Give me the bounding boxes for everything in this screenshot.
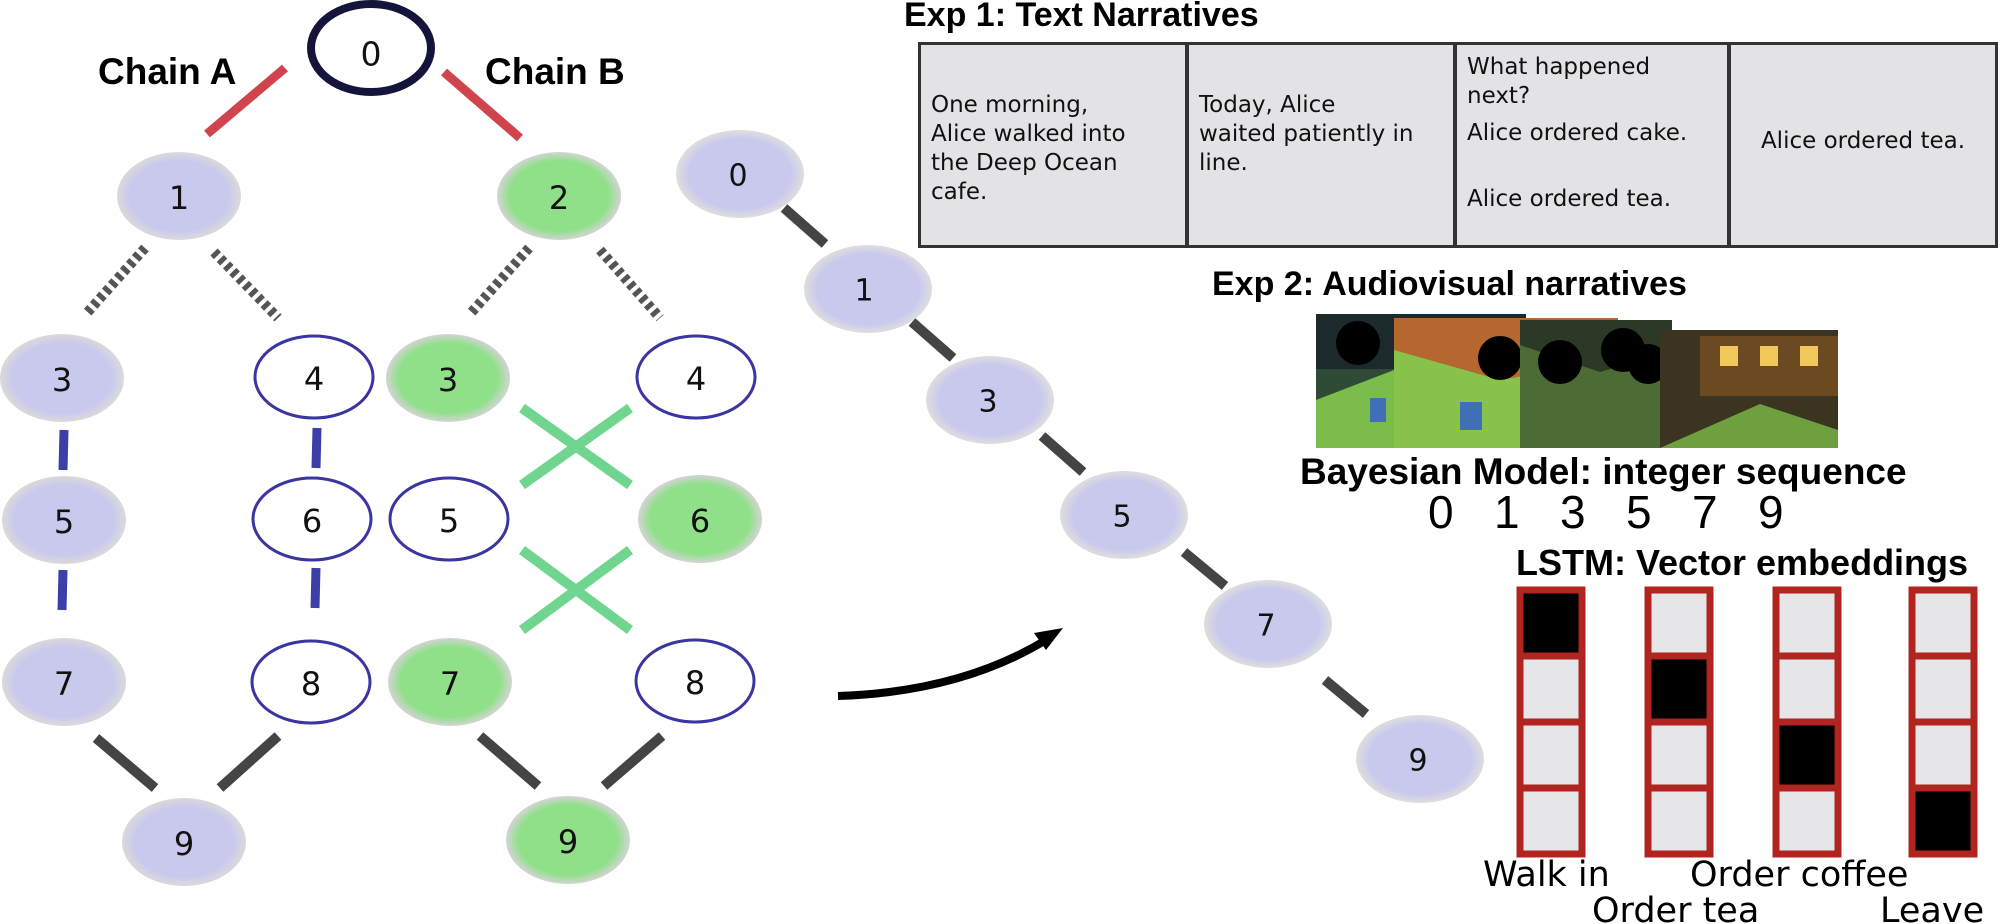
integer-sequence-chain: 0 1 3 5 7 9 xyxy=(676,130,1484,803)
svg-text:0: 0 xyxy=(361,35,382,74)
svg-text:7: 7 xyxy=(1256,609,1275,644)
chain-a-node-7: 7 xyxy=(2,638,126,726)
svg-text:8: 8 xyxy=(301,665,321,703)
svg-text:9: 9 xyxy=(558,823,578,861)
chain-b-node-2: 2 xyxy=(497,152,621,240)
root-to-chain-b-edge xyxy=(441,68,523,142)
embedding-vector-1 xyxy=(1516,586,1586,858)
chain-b-node-3: 3 xyxy=(386,334,510,422)
sequence-node-1: 1 xyxy=(804,245,932,333)
embedding-cell xyxy=(1516,652,1586,726)
svg-text:4: 4 xyxy=(304,360,324,398)
bayesian-digit-1: 1 xyxy=(1494,486,1520,538)
chain-a-node-6: 6 xyxy=(251,476,373,562)
svg-text:1: 1 xyxy=(169,179,189,217)
svg-text:3: 3 xyxy=(438,361,458,399)
chain-a-dashed-edges xyxy=(82,244,282,322)
bayesian-title: Bayesian Model: integer sequence xyxy=(1300,451,1907,492)
embedding-label-walk-in: Walk in xyxy=(1483,855,1610,895)
chain-a-blue-edges xyxy=(57,427,322,611)
svg-text:6: 6 xyxy=(690,502,710,540)
embedding-cell xyxy=(1772,718,1842,792)
embedding-cell xyxy=(1772,784,1842,858)
svg-text:9: 9 xyxy=(1408,744,1427,779)
svg-text:5: 5 xyxy=(1112,500,1131,535)
embedding-cell xyxy=(1516,784,1586,858)
video-frame-3 xyxy=(1520,320,1672,448)
bayesian-digit-5: 5 xyxy=(1626,486,1652,538)
svg-text:5: 5 xyxy=(54,503,74,541)
embedding-label-order-tea: Order tea xyxy=(1592,891,1759,924)
svg-text:8: 8 xyxy=(685,664,705,702)
chain-a-node-5: 5 xyxy=(2,476,126,564)
embedding-cell xyxy=(1908,586,1978,660)
chain-a-node-8: 8 xyxy=(250,639,372,725)
sequence-node-0: 0 xyxy=(676,130,804,218)
sequence-node-7: 7 xyxy=(1204,580,1332,668)
bayesian-sequence: 0 1 3 5 7 9 xyxy=(1428,486,1784,538)
chain-b-node-6: 6 xyxy=(638,475,762,563)
bayesian-digit-9: 9 xyxy=(1758,486,1784,538)
root-to-chain-a-edge xyxy=(204,64,288,138)
video-frame-4 xyxy=(1660,330,1838,448)
bayesian-digit-7: 7 xyxy=(1692,486,1718,538)
chain-a-node-4: 4 xyxy=(253,334,375,420)
svg-text:7: 7 xyxy=(54,665,74,703)
svg-text:9: 9 xyxy=(174,825,194,863)
root-node: 0 xyxy=(307,0,435,96)
exp2-title: Exp 2: Audiovisual narratives xyxy=(1212,265,1687,303)
chain-a-node-9: 9 xyxy=(122,798,246,886)
svg-text:3: 3 xyxy=(978,385,997,420)
chain-b-node-7: 7 xyxy=(388,638,512,726)
chain-b-cross-edges xyxy=(519,403,633,635)
chain-a-node-1: 1 xyxy=(117,152,241,240)
embedding-label-leave: Leave xyxy=(1880,891,1984,924)
svg-text:0: 0 xyxy=(728,159,747,194)
embedding-vector-4 xyxy=(1908,586,1978,858)
sequence-node-9: 9 xyxy=(1356,715,1484,803)
svg-text:5: 5 xyxy=(439,502,459,540)
audiovisual-frames xyxy=(1316,314,1838,448)
embedding-cell xyxy=(1644,718,1714,792)
chain-graph: Chain A Chain B 0 xyxy=(0,0,762,886)
sequence-node-3: 3 xyxy=(926,356,1054,444)
embedding-cell xyxy=(1772,652,1842,726)
bayesian-digit-0: 0 xyxy=(1428,486,1454,538)
bayesian-digit-3: 3 xyxy=(1560,486,1586,538)
embedding-cell xyxy=(1908,784,1978,858)
svg-text:6: 6 xyxy=(302,502,322,540)
chain-b-node-9: 9 xyxy=(506,796,630,884)
embedding-label-order-coffee: Order coffee xyxy=(1690,855,1908,895)
lstm-embeddings xyxy=(1516,586,1978,858)
svg-text:2: 2 xyxy=(549,179,569,217)
embedding-cell xyxy=(1772,586,1842,660)
embedding-cell xyxy=(1908,652,1978,726)
embedding-vector-2 xyxy=(1644,586,1714,858)
chain-b-dashed-edges xyxy=(466,244,664,322)
chain-a-node-3: 3 xyxy=(0,334,124,422)
chain-b-node-5: 5 xyxy=(388,476,510,562)
svg-text:1: 1 xyxy=(854,274,873,309)
chain-b-node-4: 4 xyxy=(635,334,757,420)
embedding-cell xyxy=(1644,586,1714,660)
embedding-vector-3 xyxy=(1772,586,1842,858)
exp1-title: Exp 1: Text Narratives xyxy=(904,0,1259,34)
embedding-cell xyxy=(1516,586,1586,660)
chain-b-title: Chain B xyxy=(485,51,625,92)
chain-bottom-edges xyxy=(92,732,666,792)
embedding-cell xyxy=(1644,652,1714,726)
svg-text:7: 7 xyxy=(440,665,460,703)
lstm-title: LSTM: Vector embeddings xyxy=(1516,542,1968,583)
svg-text:3: 3 xyxy=(52,361,72,399)
chain-b-node-8: 8 xyxy=(634,638,756,724)
embedding-cell xyxy=(1644,784,1714,858)
transition-arrow xyxy=(837,628,1063,700)
sequence-node-5: 5 xyxy=(1060,471,1188,559)
svg-text:4: 4 xyxy=(686,360,706,398)
chain-a-title: Chain A xyxy=(98,51,236,92)
embedding-cell xyxy=(1516,718,1586,792)
embedding-cell xyxy=(1908,718,1978,792)
